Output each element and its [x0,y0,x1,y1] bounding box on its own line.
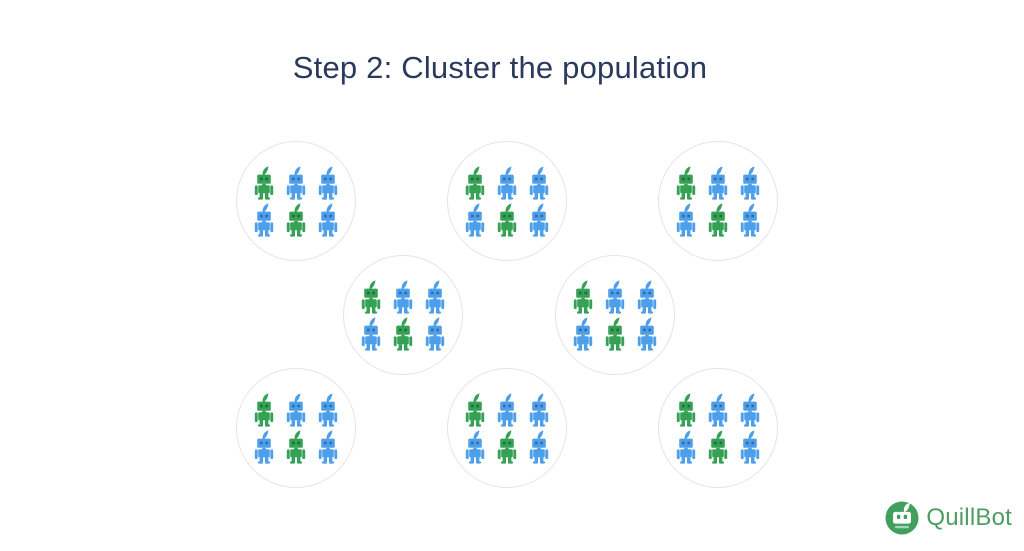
robot-icon-blue [527,430,551,464]
robot-grid [359,280,447,351]
robot-icon-blue [252,203,276,237]
robot-icon-blue [463,203,487,237]
robot-icon-blue [738,430,762,464]
cluster-circle-top-right [658,141,778,261]
robot-icon-blue [706,393,730,427]
cluster-circle-bottom-middle [447,368,567,488]
robot-icon-blue [316,430,340,464]
robot-icon-blue [495,393,519,427]
robot-icon-blue [252,430,276,464]
robot-icon-blue [738,393,762,427]
robot-icon-blue [635,317,659,351]
cluster-circle-middle-left [343,255,463,375]
robot-icon-blue [423,280,447,314]
robot-icon-green [359,280,383,314]
quillbot-robot-icon [885,501,919,535]
robot-icon-blue [391,280,415,314]
robot-icon-blue [674,430,698,464]
cluster-circle-bottom-right [658,368,778,488]
robot-icon-green [252,166,276,200]
robot-icon-green [603,317,627,351]
robot-icon-blue [674,203,698,237]
robot-icon-blue [527,166,551,200]
robot-icon-blue [527,393,551,427]
robot-grid [252,166,340,237]
robot-icon-blue [706,166,730,200]
robot-icon-blue [359,317,383,351]
page-title: Step 2: Cluster the population [292,50,708,85]
robot-icon-green [706,430,730,464]
cluster-circle-middle-right [555,255,675,375]
robot-icon-blue [316,393,340,427]
robot-icon-blue [527,203,551,237]
robot-icon-green [284,430,308,464]
robot-icon-blue [738,166,762,200]
robot-icon-blue [316,166,340,200]
robot-icon-green [495,203,519,237]
cluster-circle-top-left [236,141,356,261]
robot-icon-blue [571,317,595,351]
robot-icon-blue [635,280,659,314]
robot-icon-blue [495,166,519,200]
robot-icon-green [706,203,730,237]
quillbot-logo-text: QuillBot [926,504,1012,531]
robot-grid [674,393,762,464]
robot-icon-green [495,430,519,464]
robot-icon-green [463,166,487,200]
robot-grid [252,393,340,464]
robot-icon-green [391,317,415,351]
robot-icon-green [463,393,487,427]
robot-icon-blue [284,393,308,427]
cluster-circle-top-middle [447,141,567,261]
robot-icon-green [284,203,308,237]
robot-icon-blue [463,430,487,464]
robot-grid [463,393,551,464]
robot-icon-green [674,166,698,200]
cluster-circle-bottom-left [236,368,356,488]
robot-icon-blue [284,166,308,200]
robot-icon-green [571,280,595,314]
robot-icon-blue [316,203,340,237]
robot-grid [463,166,551,237]
robot-icon-blue [423,317,447,351]
quillbot-logo: QuillBot [885,501,1012,535]
robot-icon-green [252,393,276,427]
robot-grid [571,280,659,351]
robot-grid [674,166,762,237]
robot-icon-blue [738,203,762,237]
robot-icon-green [674,393,698,427]
robot-icon-blue [603,280,627,314]
